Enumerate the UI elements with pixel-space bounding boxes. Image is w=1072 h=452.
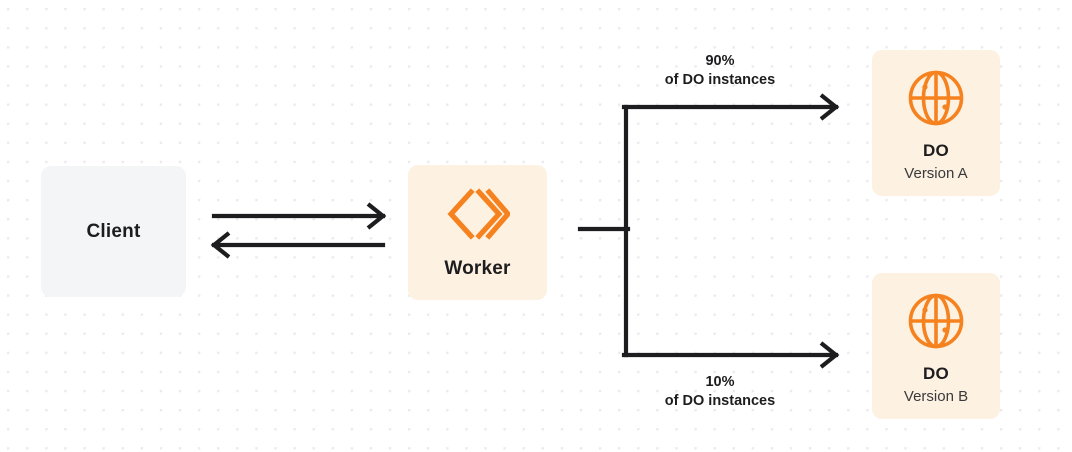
branch-trunk bbox=[577, 104, 631, 358]
node-do-b-sublabel: Version B bbox=[903, 388, 969, 405]
node-client-label: Client bbox=[86, 220, 141, 242]
node-client[interactable]: Client bbox=[41, 166, 186, 297]
node-do-version-a[interactable]: DO Version A bbox=[872, 50, 1000, 196]
node-do-version-b[interactable]: DO Version B bbox=[872, 273, 1000, 419]
node-do-a-sublabel: Version A bbox=[904, 165, 968, 182]
node-do-a-label: DO bbox=[922, 141, 950, 160]
worker-chevron-icon bbox=[446, 188, 510, 240]
arrow-worker-to-do-a bbox=[621, 93, 840, 121]
globe-icon bbox=[907, 292, 965, 350]
node-do-b-label: DO bbox=[922, 364, 950, 383]
arrow-worker-to-client bbox=[210, 231, 386, 259]
edge-label-do-b: 10% of DO instances bbox=[664, 374, 776, 409]
globe-icon bbox=[907, 69, 965, 127]
arrow-worker-to-do-b bbox=[621, 341, 840, 369]
node-worker-label: Worker bbox=[444, 258, 511, 279]
node-worker[interactable]: Worker bbox=[408, 165, 547, 300]
arrow-client-to-worker bbox=[211, 202, 387, 230]
edge-label-do-a: 90% of DO instances bbox=[664, 53, 776, 88]
